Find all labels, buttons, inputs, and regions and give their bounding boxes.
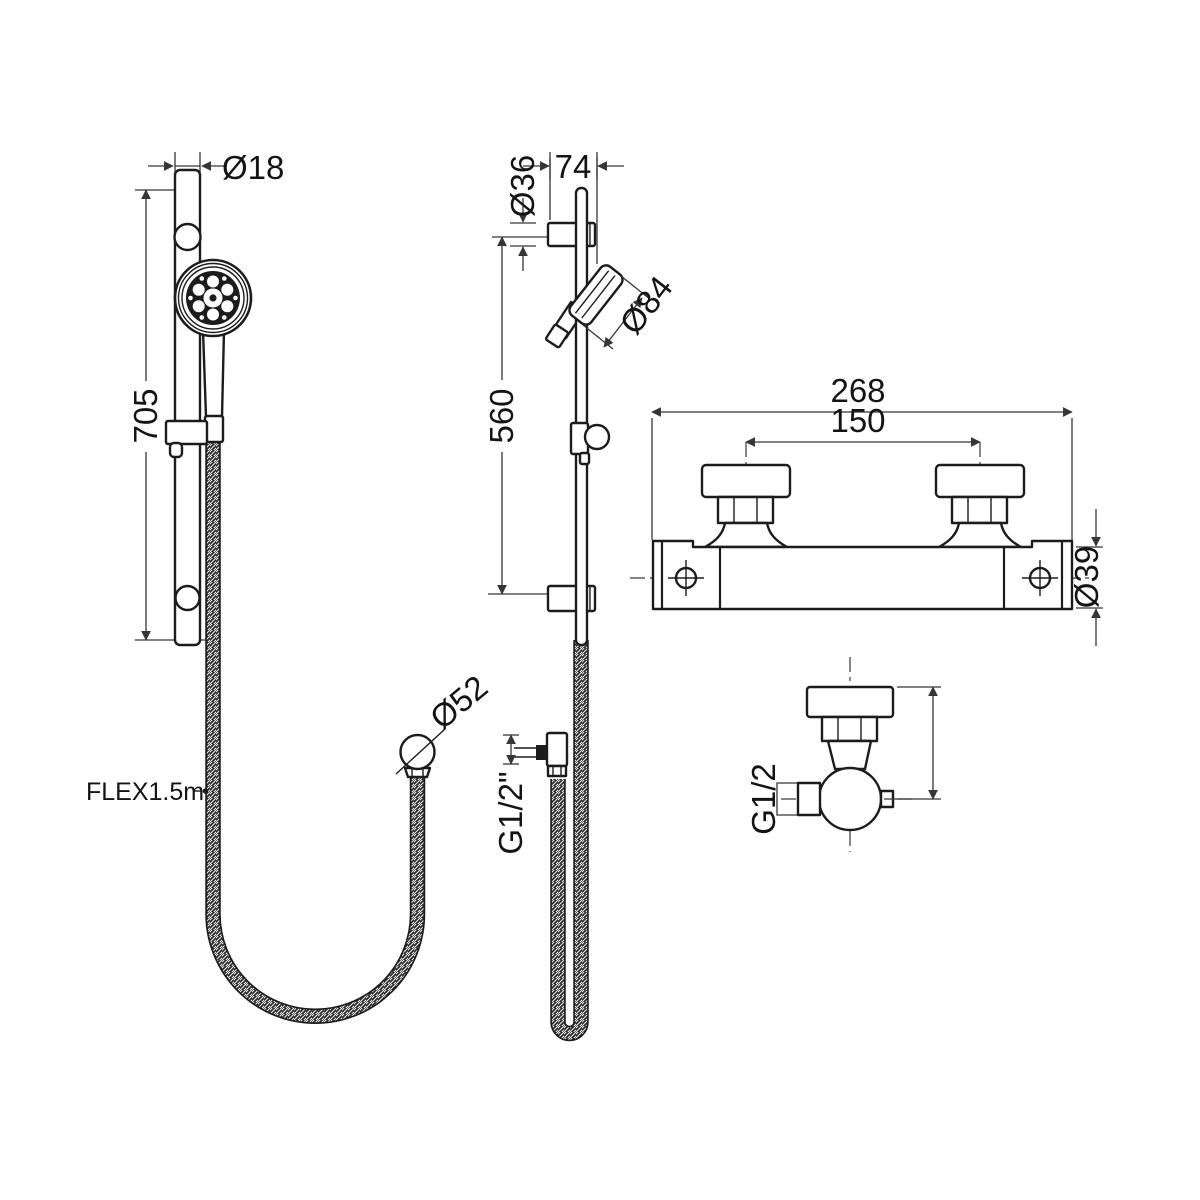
dim-rail-length: 705 xyxy=(127,189,213,641)
slider-bracket xyxy=(164,419,209,446)
inlet-centres-label: 150 xyxy=(830,402,885,439)
right-union-taper xyxy=(937,521,1023,549)
outlet-thread-stub xyxy=(536,745,547,760)
side-union-taper xyxy=(826,739,873,771)
wall-outlet-front: Ø52 xyxy=(395,668,495,779)
bracket-depth-label: 74 xyxy=(555,148,592,185)
rail-diameter-label: Ø18 xyxy=(222,149,284,186)
handset-head xyxy=(173,258,253,338)
dim-body-diameter: Ø39 xyxy=(1068,509,1105,646)
hose-flex-callout: FLEX1.5m xyxy=(86,778,209,806)
shower-hose-side xyxy=(550,640,589,1042)
hose-flex-label: FLEX1.5m xyxy=(86,778,204,806)
handset-head-side xyxy=(568,264,624,326)
valve-front-view: 268 150 xyxy=(630,372,1105,646)
slider-lever xyxy=(168,441,184,459)
left-union-taper xyxy=(703,521,789,549)
dim-overall-width: 268 xyxy=(651,372,1073,540)
outlet-elbow-body xyxy=(545,731,569,768)
side-union-nut xyxy=(820,715,879,743)
handset-handle xyxy=(201,328,226,419)
outlet-leader-line xyxy=(395,728,446,775)
dim-side-projection xyxy=(884,686,941,800)
side-hose-outlet xyxy=(796,781,822,817)
leader-dot xyxy=(202,788,209,794)
bottom-bracket-knob xyxy=(174,584,201,612)
right-union-nut xyxy=(950,495,1009,525)
bracket-centres-label: 560 xyxy=(483,388,520,443)
overall-width-label: 268 xyxy=(830,372,885,409)
left-escutcheon xyxy=(700,463,792,499)
right-fixing-screw xyxy=(1022,560,1058,596)
valve-bar-body xyxy=(651,539,1074,611)
bracket-diameter-label: Ø36 xyxy=(504,155,541,217)
outlet-thread-label: G1/2" xyxy=(492,771,529,854)
hose-connector-side xyxy=(544,323,570,349)
right-escutcheon xyxy=(934,463,1026,499)
outlet-projection xyxy=(776,782,798,816)
body-diameter-label: Ø39 xyxy=(1068,546,1105,608)
wall-outlet-side: G1/2" xyxy=(492,731,569,855)
left-union-nut xyxy=(716,495,775,525)
top-bracket-knob xyxy=(173,222,202,252)
rail-front-view: Ø18 705 FLEX1.5m xyxy=(86,149,495,1024)
shower-hose-front xyxy=(205,441,426,1024)
slide-rail-side xyxy=(574,186,589,647)
slider-knob xyxy=(583,423,611,451)
outlet-diameter-label: Ø52 xyxy=(423,668,495,736)
dim-bracket-centres: 560 xyxy=(483,236,552,595)
outlet-elbow-nut xyxy=(546,764,568,778)
dim-bracket-diameter: Ø36 xyxy=(504,155,541,271)
dim-rail-diameter: Ø18 xyxy=(148,149,284,186)
valve-body-section xyxy=(817,766,883,832)
slider-side xyxy=(569,421,611,466)
dim-bracket-depth: 74 xyxy=(523,148,624,264)
rail-side-view: 74 Ø36 560 xyxy=(483,148,680,1042)
rail-length-label: 705 xyxy=(127,388,164,443)
side-escutcheon xyxy=(805,685,895,719)
left-fixing-screw xyxy=(668,560,704,596)
inlet-thread-label: G1/2 xyxy=(745,763,782,835)
valve-side-view: G1/2 xyxy=(745,657,941,852)
outlet-body xyxy=(399,733,436,771)
